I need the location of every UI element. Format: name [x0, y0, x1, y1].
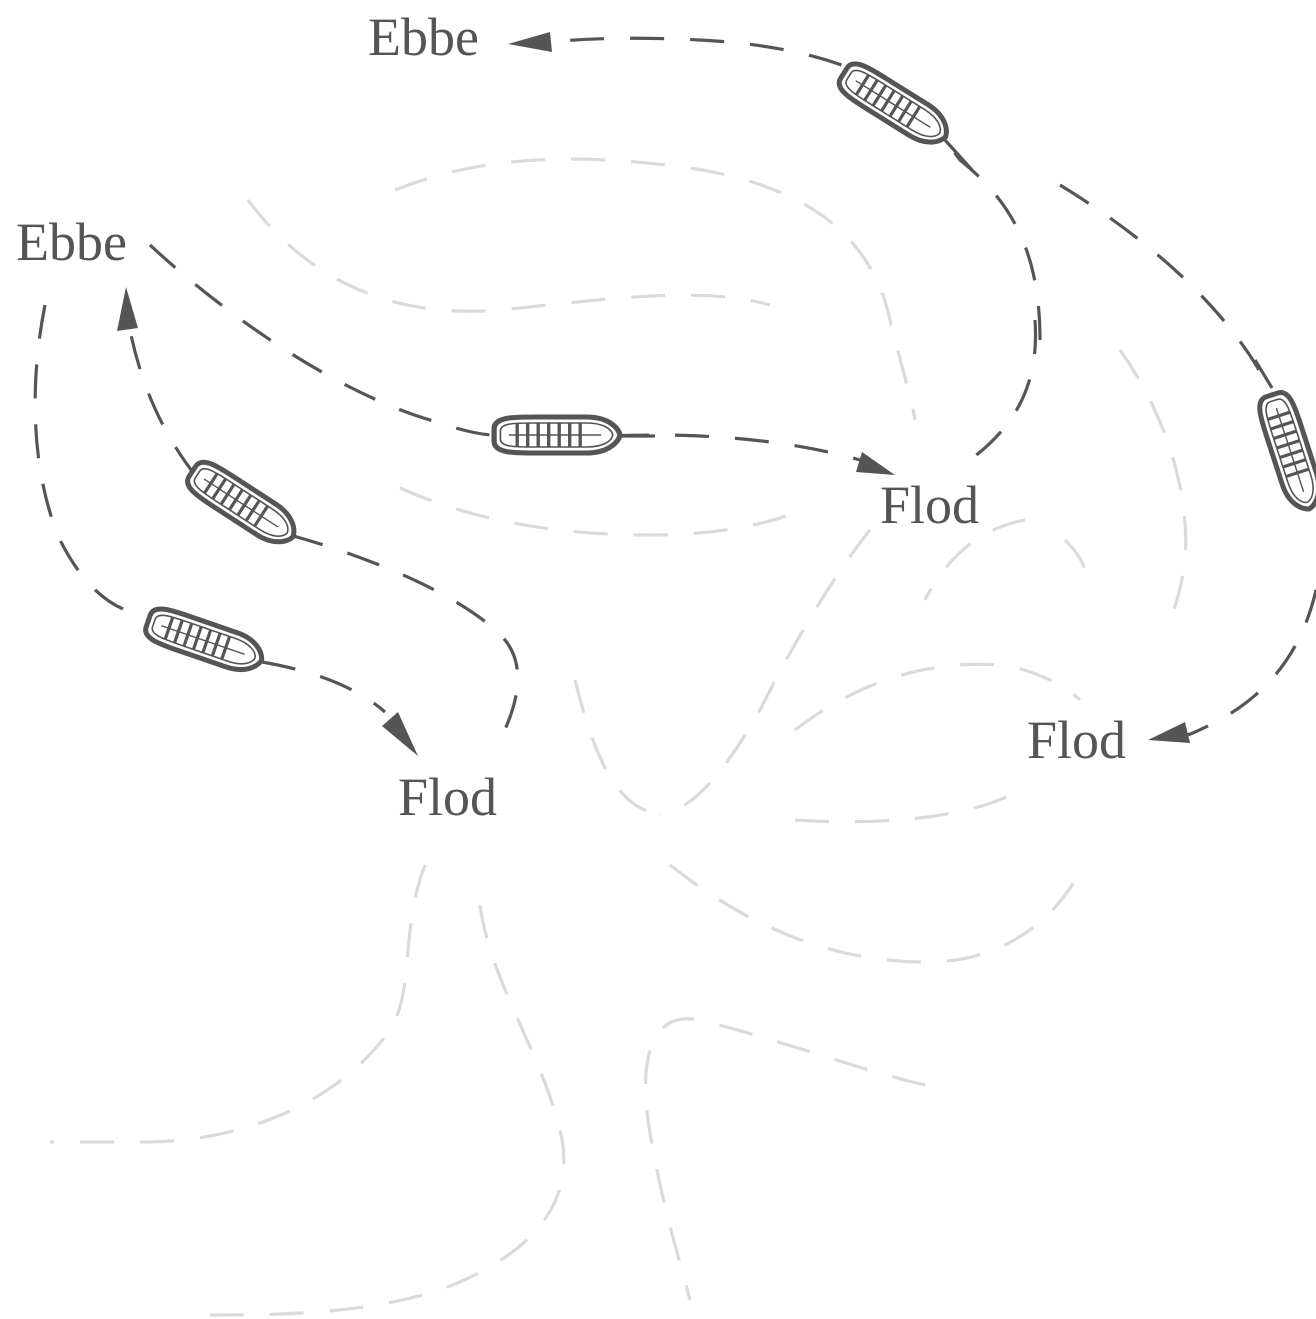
route-left-up-2	[130, 330, 195, 475]
ghost-line	[50, 865, 425, 1142]
label-flod-center: Flod	[880, 475, 979, 535]
rowboat-icon	[183, 456, 303, 552]
label-ebbe-left: Ebbe	[16, 212, 127, 272]
ghost-line	[190, 905, 564, 1315]
ghost-line	[1065, 540, 1085, 575]
route-ebbe-to-flod	[150, 245, 495, 435]
route-left-up	[290, 535, 518, 740]
arrowhead-icon	[856, 452, 895, 475]
ghost-line	[395, 159, 915, 420]
ghost-line	[795, 795, 1010, 822]
ghost-line	[575, 680, 650, 812]
route-outer-left	[35, 305, 140, 614]
route-top-ebbe	[550, 38, 1040, 340]
ghost-line	[660, 530, 870, 815]
arrowhead-icon	[382, 712, 418, 756]
ghost-line	[248, 200, 770, 311]
label-flod-bottom: Flod	[398, 767, 497, 827]
ghost-line	[646, 1019, 925, 1300]
route-outer-left-2	[262, 662, 385, 712]
ghost-line	[1120, 350, 1186, 630]
route-top-loop	[970, 320, 1036, 460]
arrowhead-icon	[1148, 722, 1190, 743]
ghost-line	[400, 488, 800, 535]
route-right-lower	[1185, 590, 1316, 735]
boats	[142, 58, 1316, 677]
rowboat-icon	[834, 58, 955, 152]
rowboat-icon	[142, 604, 267, 677]
arrowhead-icon	[117, 287, 138, 331]
label-ebbe-top: Ebbe	[368, 7, 479, 67]
rowboat-icon	[494, 417, 620, 453]
rowboat-icon	[1255, 389, 1316, 514]
tow-line	[1255, 360, 1272, 388]
arrowhead-icon	[508, 32, 552, 52]
background-current-lines	[50, 159, 1186, 1315]
tow-line	[945, 140, 972, 170]
label-flod-right: Flod	[1027, 710, 1126, 770]
ghost-line	[670, 860, 1085, 962]
route-right	[1060, 185, 1270, 390]
route-ebbe-to-flod-2	[615, 435, 860, 460]
